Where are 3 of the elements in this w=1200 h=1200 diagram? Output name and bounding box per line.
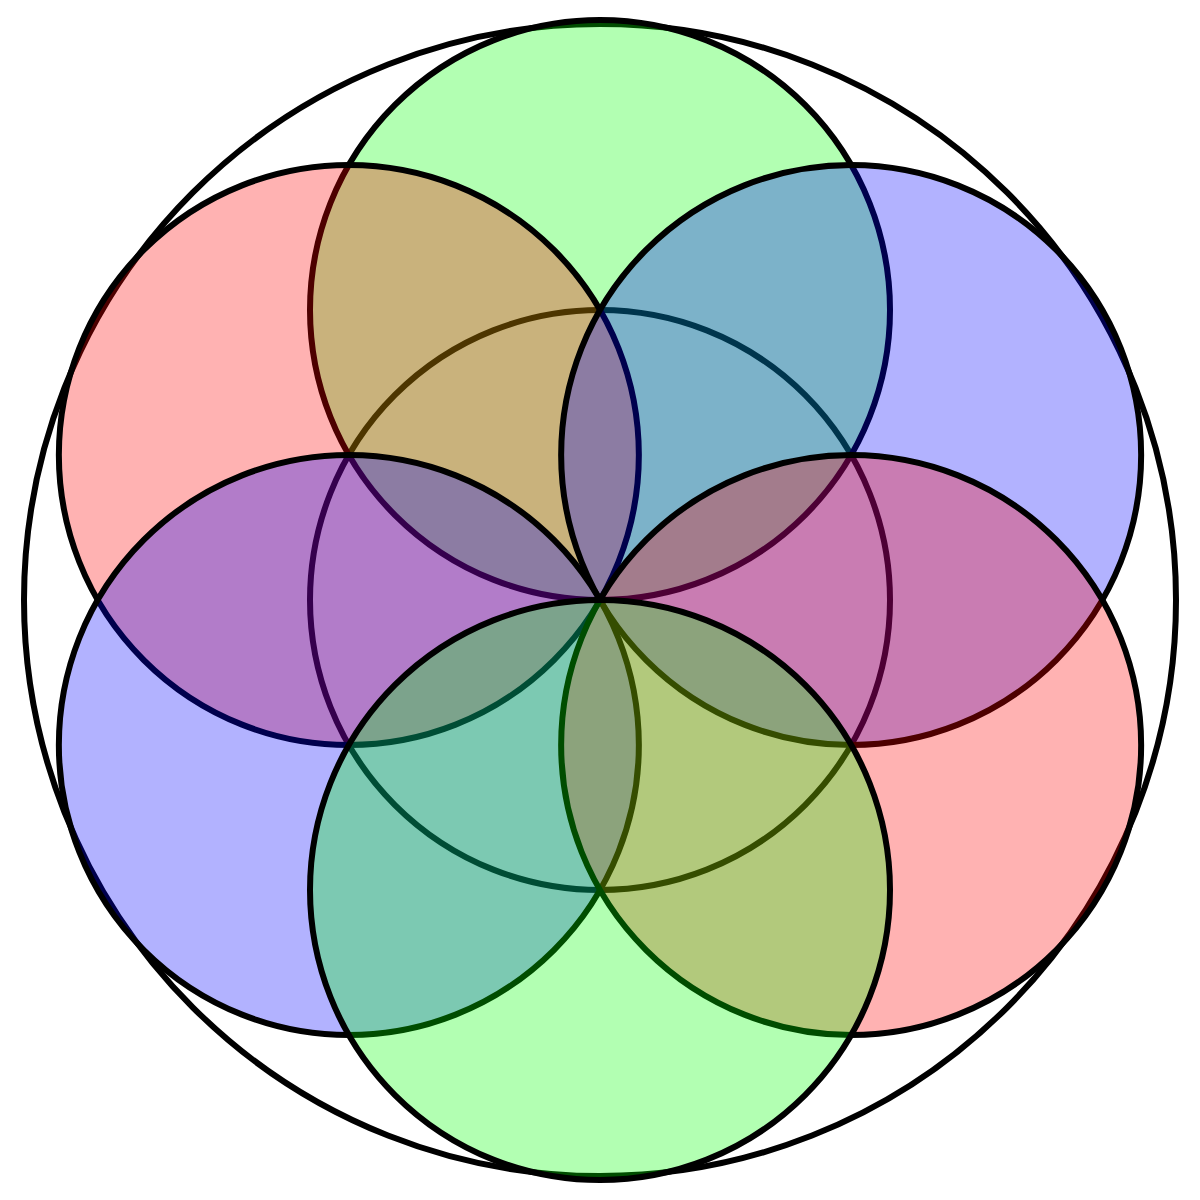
circle-outline <box>307 597 893 1183</box>
circle-outline <box>21 21 1179 1179</box>
circle-outline <box>307 307 893 893</box>
